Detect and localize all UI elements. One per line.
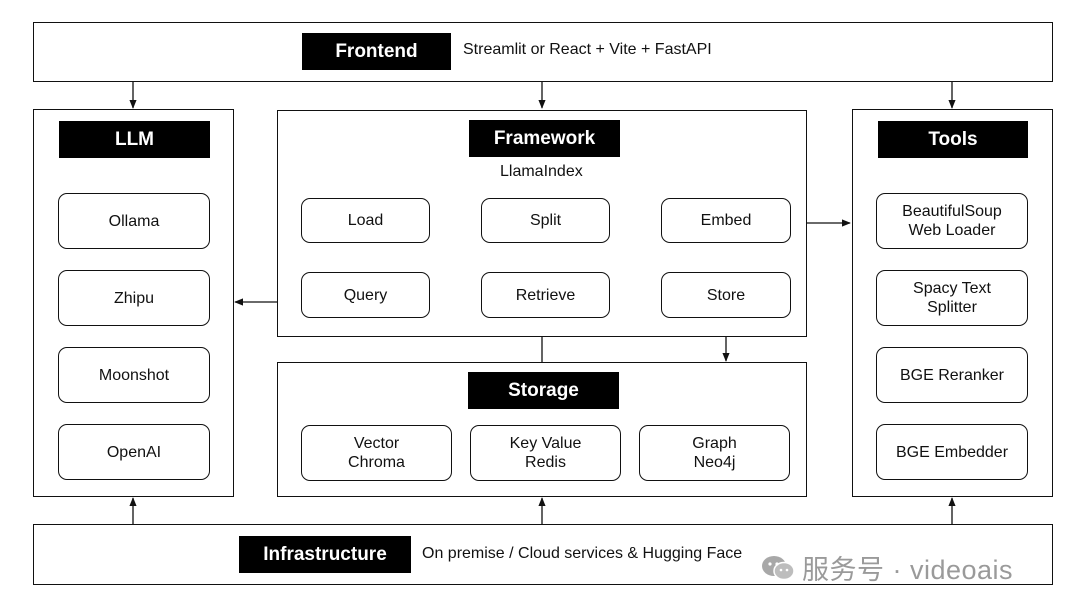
tool-item-beautifulsoup: BeautifulSoup Web Loader [876, 193, 1028, 249]
step-store: Store [661, 272, 791, 318]
step-query: Query [301, 272, 430, 318]
step-load: Load [301, 198, 430, 243]
framework-subtitle: LlamaIndex [500, 163, 583, 180]
watermark: 服务号 · videoais [760, 548, 1013, 587]
storage-item-graph: Graph Neo4j [639, 425, 790, 481]
llm-item-openai: OpenAI [58, 424, 210, 480]
tools-title: Tools [878, 121, 1028, 158]
llm-title: LLM [59, 121, 210, 158]
step-retrieve: Retrieve [481, 272, 610, 318]
tool-item-bge-embedder: BGE Embedder [876, 424, 1028, 480]
llm-item-ollama: Ollama [58, 193, 210, 249]
frontend-title: Frontend [302, 33, 451, 70]
infrastructure-description: On premise / Cloud services & Hugging Fa… [422, 545, 743, 562]
watermark-text: 服务号 · videoais [802, 555, 1014, 585]
framework-title: Framework [469, 120, 620, 157]
tool-item-bge-reranker: BGE Reranker [876, 347, 1028, 403]
storage-item-key-value: Key Value Redis [470, 425, 621, 481]
tool-item-spacy: Spacy Text Splitter [876, 270, 1028, 326]
step-split: Split [481, 198, 610, 243]
wechat-icon [762, 555, 795, 580]
infrastructure-panel [33, 524, 1053, 585]
llm-item-moonshot: Moonshot [58, 347, 210, 403]
frontend-panel [33, 22, 1053, 82]
step-embed: Embed [661, 198, 791, 243]
infrastructure-title: Infrastructure [239, 536, 411, 573]
frontend-description: Streamlit or React + Vite + FastAPI [463, 41, 712, 58]
storage-item-vector: Vector Chroma [301, 425, 452, 481]
storage-title: Storage [468, 372, 619, 409]
llm-item-zhipu: Zhipu [58, 270, 210, 326]
